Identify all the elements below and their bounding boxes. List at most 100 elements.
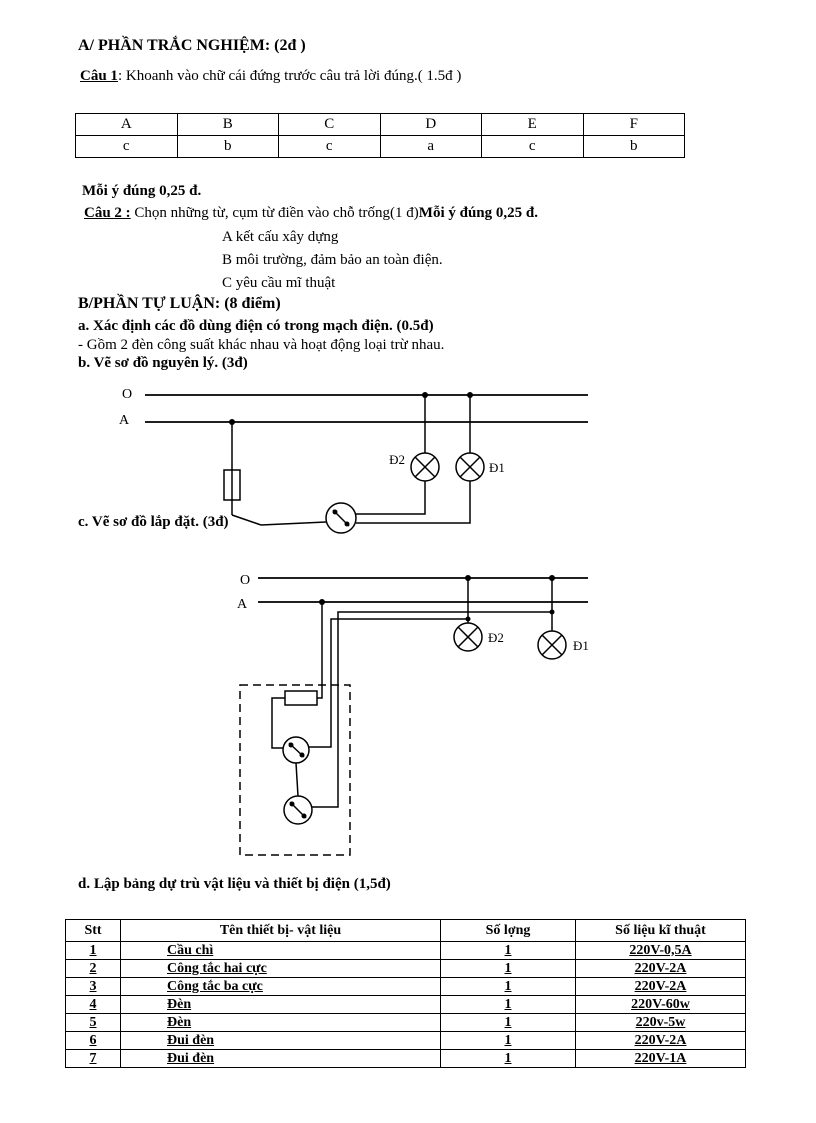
answer-header-cell: D bbox=[379, 113, 482, 136]
fuse-symbol bbox=[284, 690, 318, 706]
question-1-line: Câu 1: Khoanh vào chữ cái đứng trước câu… bbox=[80, 68, 461, 85]
spec-cell: 220V-2A bbox=[575, 959, 746, 978]
lamp-d1-symbol bbox=[537, 630, 567, 660]
switch-1-symbol bbox=[282, 736, 310, 764]
item-d-heading: d. Lập bảng dự trù vật liệu và thiết bị … bbox=[78, 876, 391, 892]
question-1-text: : Khoanh vào chữ cái đứng trước câu trả … bbox=[117, 68, 462, 84]
materials-header-cell: Số liệu kĩ thuật bbox=[575, 919, 746, 942]
lamp-d1-label: Đ1 bbox=[573, 638, 589, 653]
materials-header-cell: Số lợng bbox=[440, 919, 576, 942]
switch-2-symbol bbox=[283, 795, 313, 825]
stt-cell: 1 bbox=[65, 941, 121, 960]
materials-row: 1 Cầu chì 1 220V-0,5A bbox=[65, 941, 746, 960]
question-2-note: Mỗi ý đúng 0,25 đ. bbox=[418, 205, 538, 221]
materials-header-row: Stt Tên thiết bị- vật liệu Số lợng Số li… bbox=[65, 919, 746, 942]
answer-value-cell: b bbox=[582, 135, 685, 158]
answer-table-header-row: A B C D E F bbox=[75, 113, 685, 136]
switched-wire-lamp-2 bbox=[309, 618, 468, 748]
switched-wire-lamp-1 bbox=[312, 611, 552, 808]
stt-cell: 3 bbox=[65, 977, 121, 996]
answer-table-value-row: c b c a c b bbox=[75, 135, 685, 158]
a-line-label: A bbox=[237, 597, 248, 612]
materials-row: 2 Công tắc hai cực 1 220V-2A bbox=[65, 959, 746, 978]
name-cell: Công tắc hai cực bbox=[120, 959, 441, 978]
qty-cell: 1 bbox=[440, 941, 576, 960]
name-cell: Cầu chì bbox=[120, 941, 441, 960]
lamp-d2-symbol bbox=[410, 452, 440, 482]
lamp-d2-label: Đ2 bbox=[488, 630, 504, 645]
materials-table: Stt Tên thiết bị- vật liệu Số lợng Số li… bbox=[65, 919, 746, 1068]
lamp-d2-symbol bbox=[453, 622, 483, 652]
spec-cell: 220v-5w bbox=[575, 1013, 746, 1032]
switch-box-outline bbox=[239, 684, 351, 856]
option-b: B môi trường, đảm bảo an toàn điện. bbox=[222, 252, 443, 268]
principle-diagram: O A bbox=[119, 387, 588, 534]
stt-cell: 7 bbox=[65, 1049, 121, 1068]
spec-cell: 220V-0,5A bbox=[575, 941, 746, 960]
wire bbox=[271, 697, 285, 749]
answer-header-cell: E bbox=[481, 113, 584, 136]
stt-cell: 2 bbox=[65, 959, 121, 978]
stt-cell: 6 bbox=[65, 1031, 121, 1050]
materials-header-cell: Stt bbox=[65, 919, 121, 942]
wire-to-lamp-1 bbox=[356, 481, 471, 524]
materials-row: 5 Đèn 1 220v-5w bbox=[65, 1013, 746, 1032]
name-cell: Công tắc ba cực bbox=[120, 977, 441, 996]
item-a-answer: - Gồm 2 đèn công suất khác nhau và hoạt … bbox=[78, 337, 445, 353]
answer-value-cell: b bbox=[176, 135, 279, 158]
scoring-note: Mỗi ý đúng 0,25 đ. bbox=[82, 183, 202, 199]
name-cell: Đèn bbox=[120, 995, 441, 1014]
junction-dot bbox=[465, 616, 471, 622]
materials-row: 3 Công tắc ba cực 1 220V-2A bbox=[65, 977, 746, 996]
wire-to-lamp-2 bbox=[356, 481, 426, 515]
materials-header-cell: Tên thiết bị- vật liệu bbox=[120, 919, 441, 942]
a-line-label: A bbox=[119, 413, 130, 428]
spec-cell: 220V-2A bbox=[575, 1031, 746, 1050]
materials-row: 7 Đui đèn 1 220V-1A bbox=[65, 1049, 746, 1068]
name-cell: Đui đèn bbox=[120, 1031, 441, 1050]
wire bbox=[295, 762, 299, 797]
junction-dot bbox=[549, 609, 555, 615]
spec-cell: 220V-2A bbox=[575, 977, 746, 996]
answer-table: A B C D E F c b c a c b bbox=[75, 113, 685, 158]
lamp-d1-symbol bbox=[455, 452, 485, 482]
wire bbox=[260, 521, 327, 526]
answer-value-cell: c bbox=[75, 135, 178, 158]
qty-cell: 1 bbox=[440, 1031, 576, 1050]
question-2-label: Câu 2 : bbox=[84, 205, 131, 221]
section-b-title: B/PHẦN TỰ LUẬN: (8 điểm) bbox=[78, 295, 281, 312]
name-cell: Đui đèn bbox=[120, 1049, 441, 1068]
materials-row: 6 Đui đèn 1 220V-2A bbox=[65, 1031, 746, 1050]
qty-cell: 1 bbox=[440, 977, 576, 996]
question-2-text: Chọn những từ, cụm từ điền vào chỗ trống… bbox=[130, 205, 419, 221]
switch-blade bbox=[231, 514, 262, 526]
answer-value-cell: c bbox=[278, 135, 381, 158]
lamp-d1-label: Đ1 bbox=[489, 460, 505, 475]
materials-row: 4 Đèn 1 220V-60w bbox=[65, 995, 746, 1014]
item-a-heading: a. Xác định các đồ dùng điện có trong mạ… bbox=[78, 318, 434, 334]
installation-diagram: O A Đ2 Đ1 bbox=[237, 573, 589, 856]
qty-cell: 1 bbox=[440, 1013, 576, 1032]
feed-wire bbox=[317, 602, 323, 699]
section-a-title: A/ PHẦN TRẮC NGHIỆM: (2đ ) bbox=[78, 37, 306, 54]
answer-value-cell: c bbox=[481, 135, 584, 158]
answer-value-cell: a bbox=[379, 135, 482, 158]
answer-header-cell: B bbox=[176, 113, 279, 136]
two-way-switch-symbol bbox=[325, 502, 357, 534]
spec-cell: 220V-60w bbox=[575, 995, 746, 1014]
o-line-label: O bbox=[122, 387, 132, 402]
item-b-heading: b. Vẽ sơ đồ nguyên lý. (3đ) bbox=[78, 355, 248, 371]
question-2-line: Câu 2 : Chọn những từ, cụm từ điền vào c… bbox=[84, 205, 538, 222]
option-c: C yêu cầu mĩ thuật bbox=[222, 275, 336, 291]
answer-header-cell: F bbox=[582, 113, 685, 136]
qty-cell: 1 bbox=[440, 959, 576, 978]
option-a: A kết cấu xây dựng bbox=[222, 229, 339, 245]
lamp-d2-label: Đ2 bbox=[389, 452, 405, 467]
answer-header-cell: A bbox=[75, 113, 178, 136]
name-cell: Đèn bbox=[120, 1013, 441, 1032]
stt-cell: 4 bbox=[65, 995, 121, 1014]
fuse-symbol bbox=[223, 469, 241, 501]
stt-cell: 5 bbox=[65, 1013, 121, 1032]
question-1-label: Câu 1 bbox=[80, 68, 118, 84]
